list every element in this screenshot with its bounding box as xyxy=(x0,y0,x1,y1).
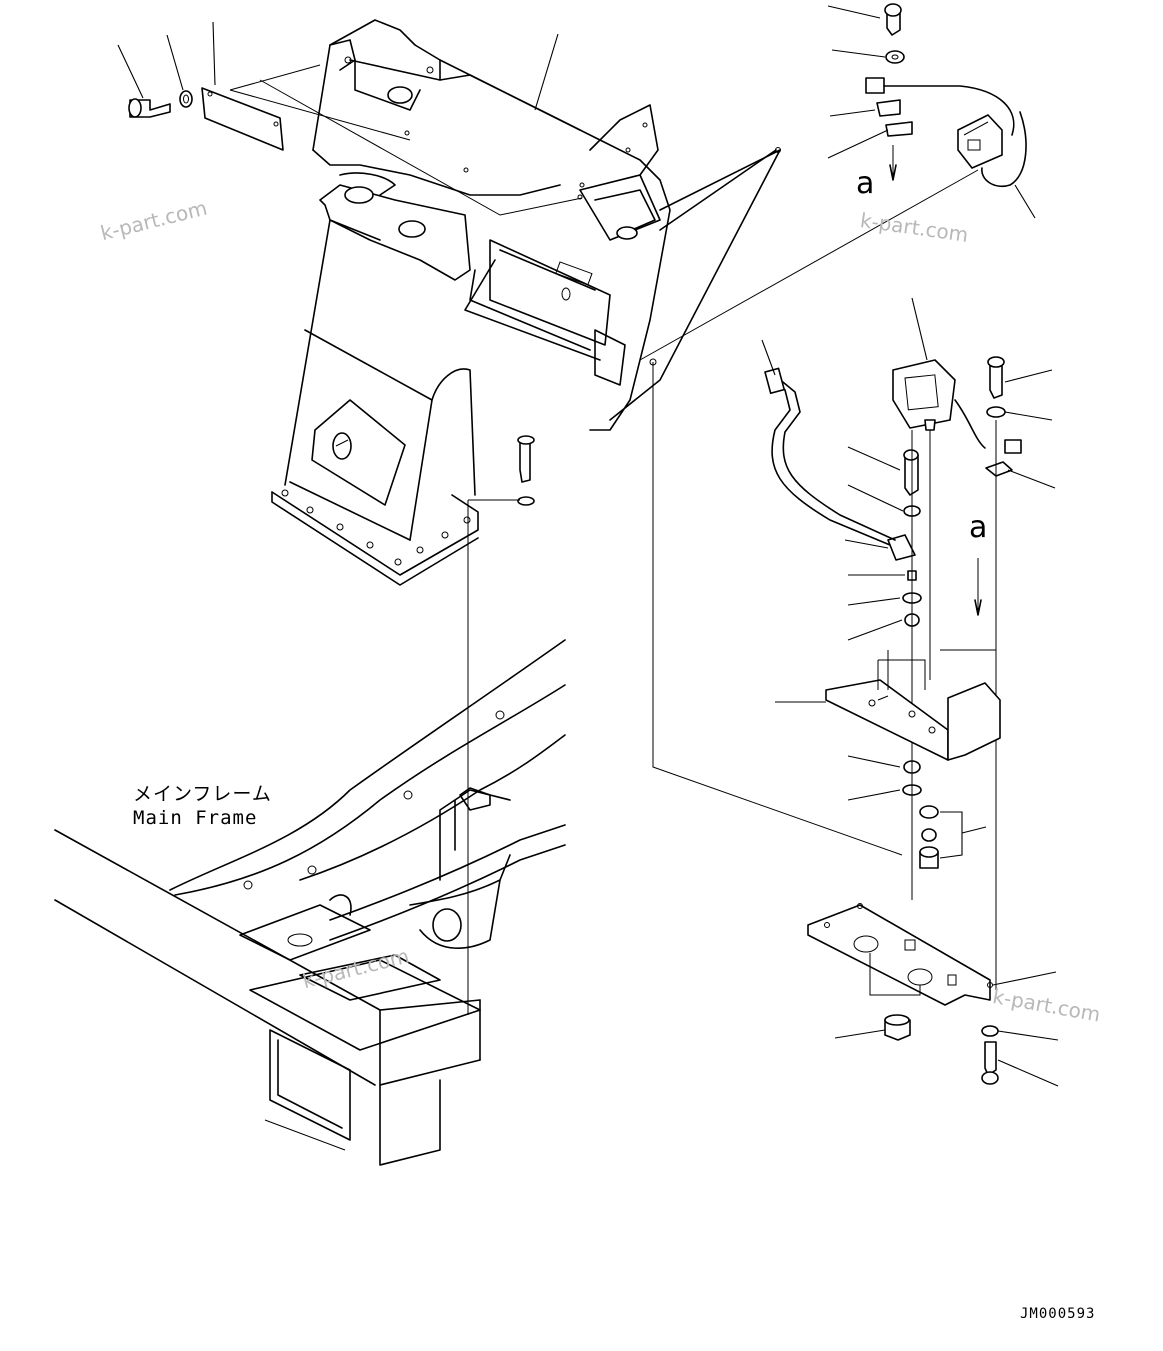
plate-bolt-group xyxy=(117,21,583,216)
view-mark-a-top: a xyxy=(856,166,875,201)
lamp-assembly-right xyxy=(652,297,1059,1087)
main-frame-label-en: Main Frame xyxy=(133,807,258,829)
main-frame-label-jp: メインフレーム xyxy=(133,783,272,805)
column-assembly xyxy=(271,19,781,586)
main-frame xyxy=(54,639,566,1166)
drawing-code: JM000593 xyxy=(1020,1306,1096,1322)
bolt-washer-centre xyxy=(467,435,535,1015)
lamp-assembly-top xyxy=(639,3,1036,361)
view-mark-a-right: a xyxy=(969,510,988,545)
